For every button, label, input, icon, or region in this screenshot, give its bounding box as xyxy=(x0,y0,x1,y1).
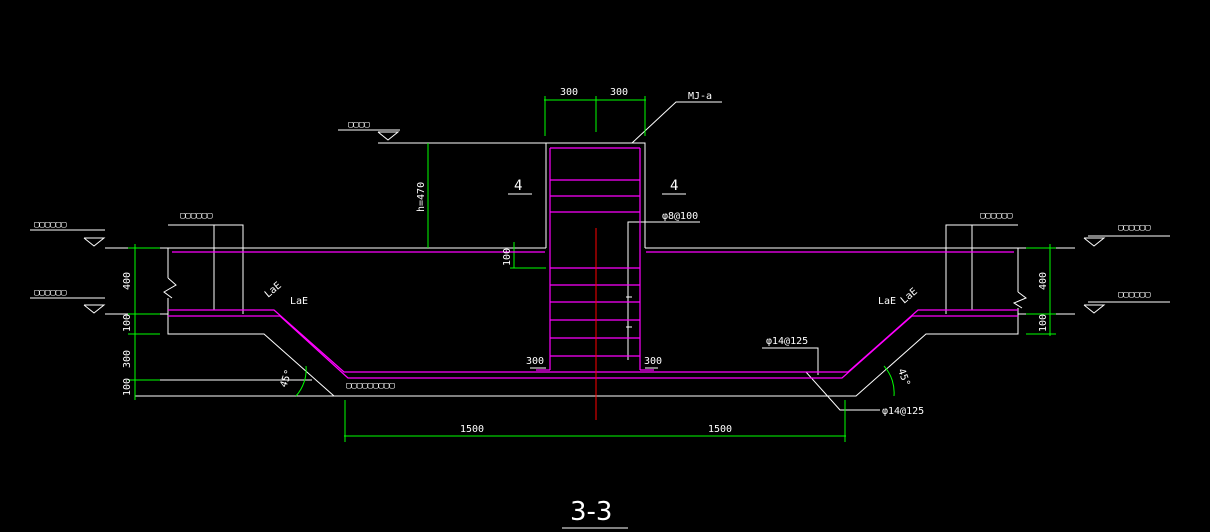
rebar-upper-leader xyxy=(762,347,819,375)
height-label: h=470 xyxy=(416,182,427,212)
elev-top-label: ▢▢▢▢ xyxy=(348,120,370,130)
section-title: 3-3 xyxy=(570,497,612,527)
dim-top-left-text: 300 xyxy=(560,87,578,98)
dim-mid-100-text: 100 xyxy=(502,248,513,266)
dim-bottom-left-text: 1500 xyxy=(460,424,484,435)
rebar-lower-leader xyxy=(805,371,880,411)
dim-right-100-text: 100 xyxy=(1038,314,1049,332)
elev-left-top-symbol xyxy=(83,237,106,247)
column-outline xyxy=(545,142,646,248)
elev-left-bottom-symbol xyxy=(83,304,106,314)
dim-right-400-text: 400 xyxy=(1038,272,1049,290)
stub-left-text: 300 xyxy=(526,356,544,367)
elev-right-bottom-label: ▢▢▢▢▢▢ xyxy=(1118,290,1151,300)
lae-left-1: LaE xyxy=(263,280,284,300)
rebar-top-layer xyxy=(168,309,1018,373)
stirrup-label: φ8@100 xyxy=(662,211,698,222)
lae-left-2: LaE xyxy=(290,296,308,307)
dim-left-400-text: 400 xyxy=(122,272,133,290)
pit-note: ▢▢▢▢▢▢▢▢▢ xyxy=(346,381,395,391)
elev-right-top-symbol xyxy=(1083,237,1106,247)
right-break-mark xyxy=(1012,291,1027,309)
dim-left-100a-text: 100 xyxy=(122,314,133,332)
concrete-outline xyxy=(30,101,1170,529)
angle-right-text: 45° xyxy=(895,367,912,388)
angle-left-text: 45° xyxy=(278,368,295,389)
section-mark-left: 4 xyxy=(514,178,522,194)
rebar-lower-label: φ14@125 xyxy=(882,406,924,417)
dim-top-right-text: 300 xyxy=(610,87,628,98)
angle-arc-right xyxy=(883,365,895,397)
rebar-upper-label: φ14@125 xyxy=(766,336,808,347)
elev-top-symbol xyxy=(377,131,400,141)
annotations: 300 300 MJ-a ▢▢▢▢ h=470 4 4 φ8@100 100 ▢… xyxy=(34,87,1151,527)
rebar-bottom-layer xyxy=(168,315,1018,379)
stirrup-leader xyxy=(627,221,700,360)
pit-outline xyxy=(167,314,1019,397)
angle-arc-left xyxy=(295,365,307,397)
dim-bottom-right-text: 1500 xyxy=(708,424,732,435)
elev-right-bottom-symbol xyxy=(1083,304,1106,314)
rebar xyxy=(168,147,1018,379)
note-right: ▢▢▢▢▢▢ xyxy=(980,211,1013,221)
note-left: ▢▢▢▢▢▢ xyxy=(180,211,213,221)
mj-label: MJ-a xyxy=(688,91,712,102)
mj-leader xyxy=(631,101,722,144)
right-note-box xyxy=(945,224,1018,314)
section-mark-right: 4 xyxy=(670,178,678,194)
left-break-mark xyxy=(163,277,177,299)
dimension-lines xyxy=(128,96,1056,442)
left-note-box xyxy=(168,224,244,314)
lae-right-1: LaE xyxy=(878,296,896,307)
elev-left-bottom-label: ▢▢▢▢▢▢ xyxy=(34,288,67,298)
lae-right-2: LaE xyxy=(899,286,920,306)
dim-left-100b-text: 100 xyxy=(122,378,133,396)
stub-right-text: 300 xyxy=(644,356,662,367)
elev-right-top-label: ▢▢▢▢▢▢ xyxy=(1118,223,1151,233)
dim-left-300-text: 300 xyxy=(122,350,133,368)
elev-left-top-label: ▢▢▢▢▢▢ xyxy=(34,220,67,230)
